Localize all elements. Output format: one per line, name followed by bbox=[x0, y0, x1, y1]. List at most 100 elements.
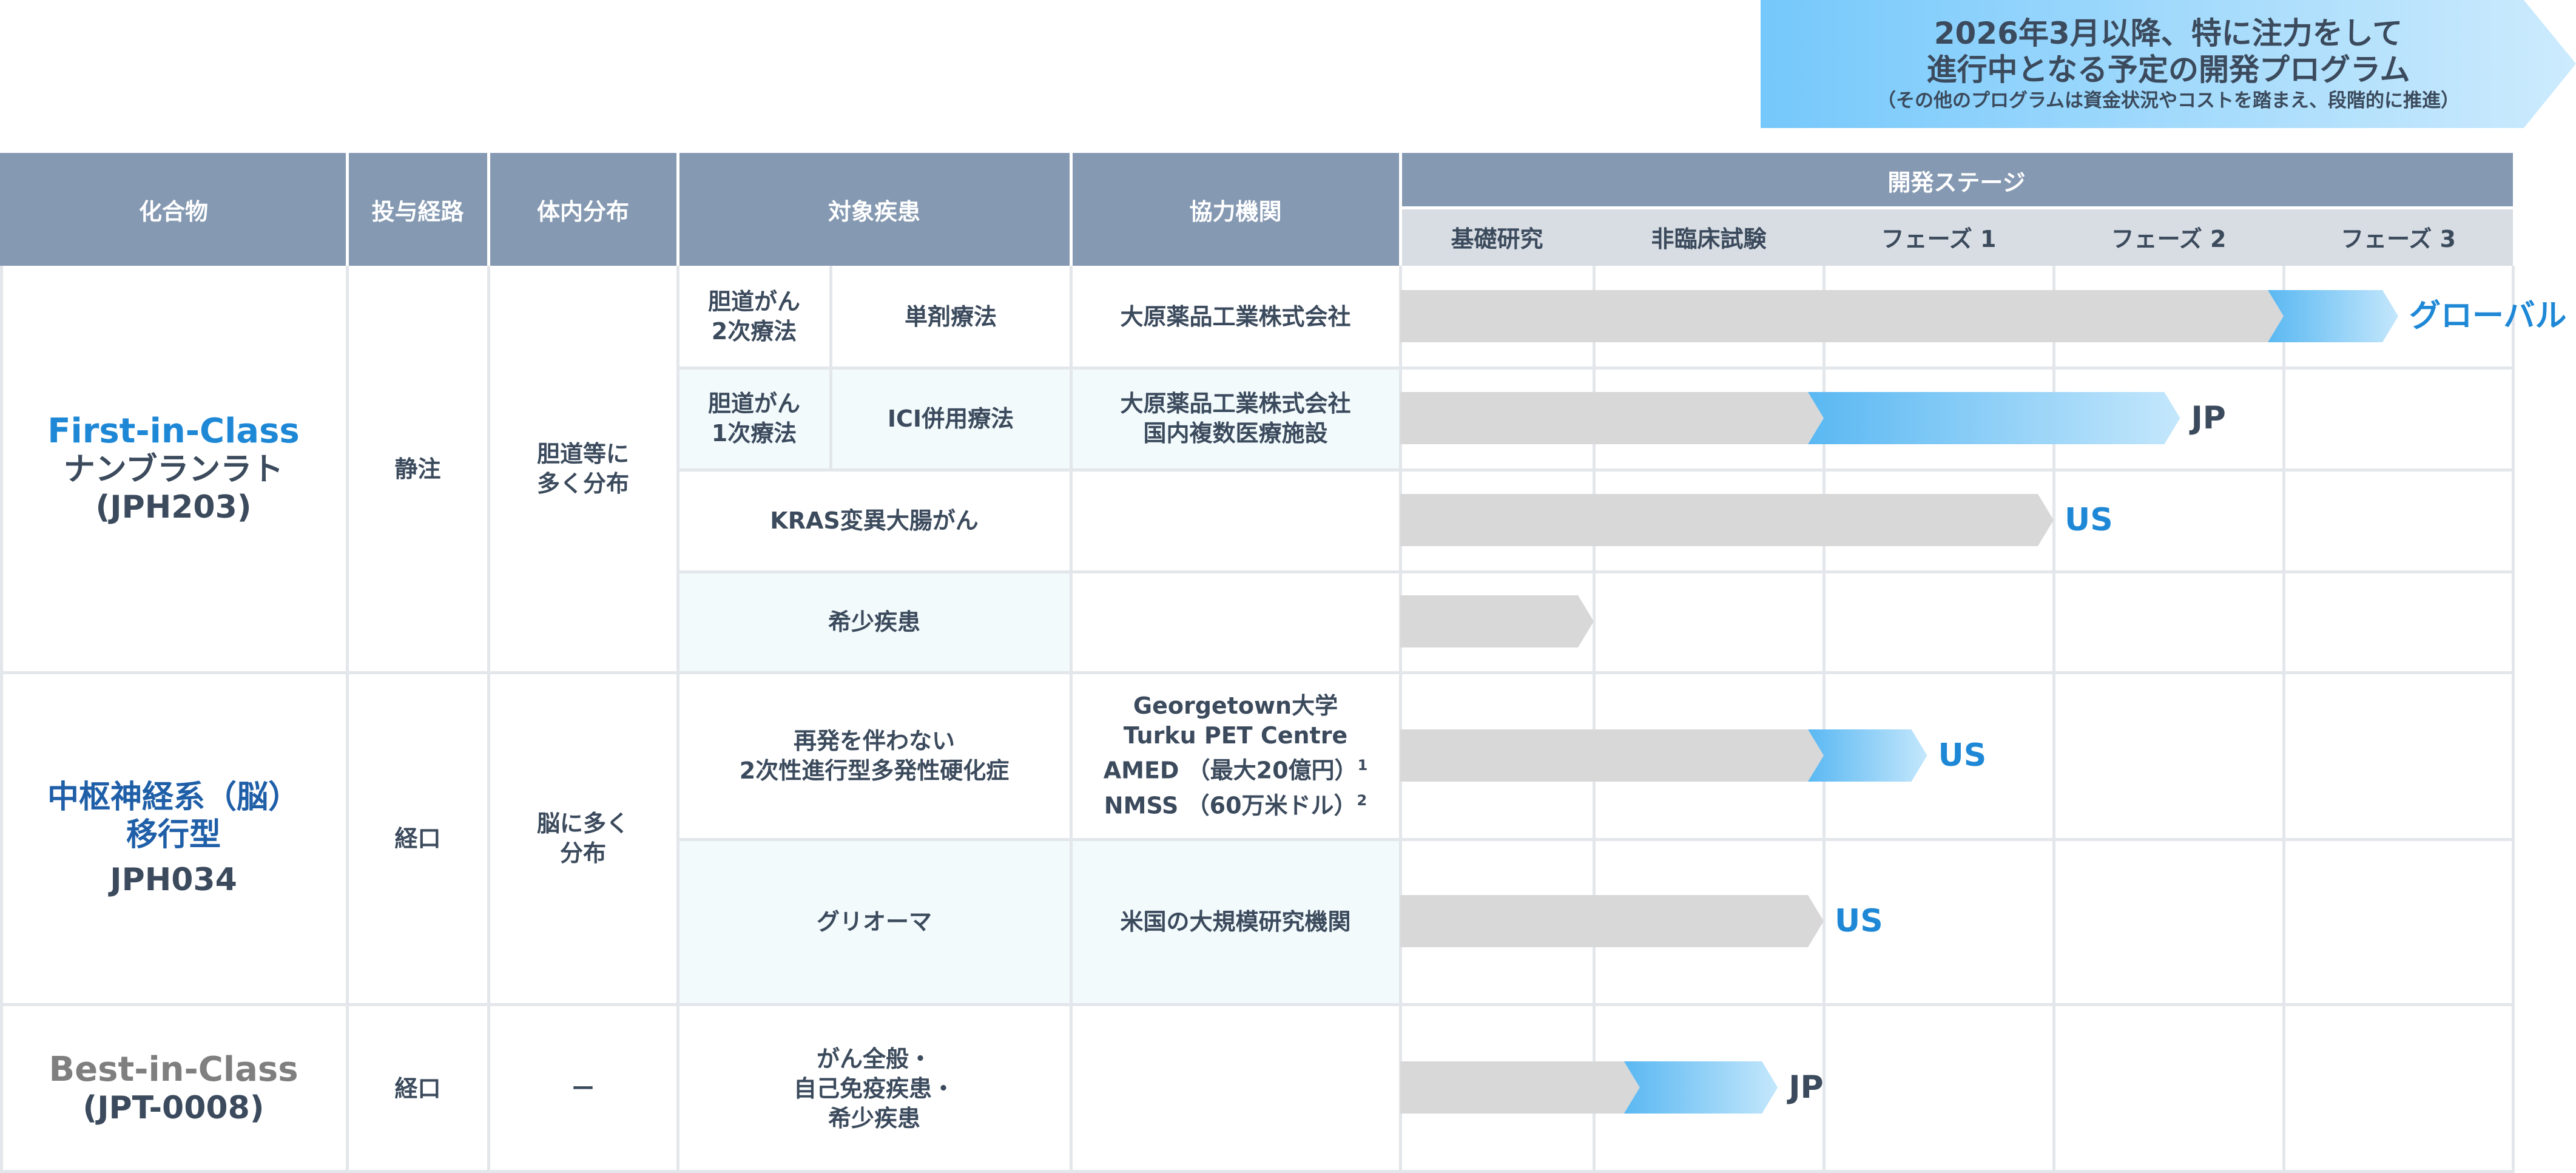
pipeline-bar bbox=[1400, 392, 2180, 444]
partner-text: 大原薬品工業株式会社 bbox=[1120, 390, 1351, 417]
indication-text: 胆道がん bbox=[707, 288, 800, 315]
indication-cell: KRAS変異大腸がん bbox=[770, 507, 979, 534]
header-divider bbox=[487, 153, 490, 266]
partner-cell: Georgetown大学 Turku PET Centre AMED （最大20… bbox=[1071, 672, 1400, 839]
therapy-cell: 単剤療法 bbox=[904, 303, 997, 330]
route-cell: 経口 bbox=[394, 1075, 441, 1102]
stage-preclinical: 非臨床試験 bbox=[1594, 208, 1824, 266]
compound-name: 移行型 bbox=[126, 816, 221, 853]
bar-blue-segment bbox=[1808, 729, 1927, 782]
banner-line-1: 2026年3月以降、特に注力をして bbox=[1934, 15, 2403, 51]
grid-line bbox=[487, 266, 490, 1173]
partner-text: Turku PET Centre bbox=[1123, 722, 1348, 749]
bar-gray-segment bbox=[1400, 1061, 1640, 1114]
pipeline-bar bbox=[1400, 595, 1594, 647]
region-label: JP bbox=[1789, 1069, 1824, 1106]
indication-text: がん全般・ bbox=[816, 1045, 932, 1072]
grid-line bbox=[2512, 266, 2515, 1173]
grid-line bbox=[1399, 266, 1402, 1173]
header-stage: 開発ステージ bbox=[1400, 153, 2513, 208]
bar-gray-segment bbox=[1400, 729, 1824, 782]
bar-gray-segment bbox=[1400, 494, 2054, 546]
indication-text: 希少疾患 bbox=[828, 1104, 920, 1132]
region-label: JP bbox=[2191, 400, 2226, 436]
partner-cell: 大原薬品工業株式会社 国内複数医療施設 bbox=[1071, 368, 1400, 470]
compound-code: (JPT-0008) bbox=[83, 1090, 265, 1126]
indication-text: 胆道がん bbox=[707, 390, 800, 417]
stage-basic-research: 基礎研究 bbox=[1400, 208, 1594, 266]
bar-gray-segment bbox=[1400, 392, 1824, 444]
grid-line bbox=[676, 838, 2515, 841]
route-cell: 経口 bbox=[394, 825, 441, 852]
grid-line bbox=[0, 1003, 2515, 1006]
header-divider bbox=[1400, 206, 2513, 209]
pipeline-bar bbox=[1400, 895, 1824, 947]
compound-name: ナンブランラト bbox=[63, 451, 284, 488]
pipeline-bar bbox=[1400, 1061, 1778, 1114]
compound-jph034: 中枢神経系（脳） 移行型 JPH034 bbox=[0, 672, 347, 1004]
pipeline-bar bbox=[1400, 290, 2398, 342]
compound-jpt0008: Best-in-Class (JPT-0008) bbox=[0, 1004, 347, 1173]
header-divider bbox=[676, 153, 679, 266]
partner-text: Georgetown大学 bbox=[1133, 692, 1338, 719]
indication-cell: がん全般・ 自己免疫疾患・ 希少疾患 bbox=[678, 1004, 1071, 1173]
indication-text: 2次性進行型多発性硬化症 bbox=[739, 757, 1010, 784]
partner-cell: 米国の大規模研究機関 bbox=[1120, 908, 1351, 935]
stage-phase-2: フェーズ 2 bbox=[2054, 208, 2284, 266]
indication-cell: 再発を伴わない 2次性進行型多発性硬化症 bbox=[678, 672, 1071, 839]
bar-gray-segment bbox=[1400, 290, 2284, 342]
banner-line-3: （その他のプログラムは資金状況やコストを踏まえ、段階的に推進） bbox=[1876, 89, 2460, 112]
indication-cell: グリオーマ bbox=[816, 908, 932, 935]
grid-line bbox=[676, 570, 2515, 573]
distribution-text: 脳に多く bbox=[536, 810, 629, 837]
indication-text: 1次療法 bbox=[711, 420, 797, 447]
distribution-cell: ー bbox=[571, 1075, 595, 1102]
grid-line bbox=[676, 367, 2515, 370]
tint-cell bbox=[678, 368, 1400, 470]
tint-cell bbox=[678, 839, 1400, 1004]
grid-line bbox=[676, 468, 2515, 472]
partner-text: NMSS （60万米ドル）2 bbox=[1104, 786, 1367, 821]
indication-text: 再発を伴わない bbox=[793, 727, 955, 754]
header-indication: 対象疾患 bbox=[678, 153, 1071, 266]
therapy-cell: ICI併用療法 bbox=[887, 405, 1014, 432]
partner-text: 国内複数医療施設 bbox=[1143, 420, 1328, 447]
route-cell: 静注 bbox=[394, 456, 441, 482]
distribution-text: 胆道等に bbox=[536, 441, 629, 467]
compound-jph203: First-in-Class ナンブランラト (JPH203) bbox=[0, 266, 347, 672]
region-label: グローバル bbox=[2409, 298, 2567, 334]
footnote-mark: 2 bbox=[1357, 791, 1367, 809]
region-label: US bbox=[1835, 903, 1883, 939]
header-divider bbox=[1070, 153, 1073, 266]
partner-cell: 大原薬品工業株式会社 bbox=[1120, 303, 1351, 330]
header-divider bbox=[1399, 153, 1402, 266]
compound-code: (JPH203) bbox=[95, 489, 252, 526]
header-partner: 協力機関 bbox=[1071, 153, 1400, 266]
bar-blue-segment bbox=[1623, 1061, 1778, 1114]
header-divider bbox=[346, 153, 349, 266]
indication-text: 2次療法 bbox=[711, 318, 797, 345]
compound-class-label: First-in-Class bbox=[47, 411, 300, 451]
pipeline-bar bbox=[1400, 729, 1927, 782]
partner-text-main: NMSS （60万米ドル） bbox=[1104, 792, 1357, 819]
grid-line bbox=[1070, 266, 1073, 1173]
grid-line bbox=[1822, 266, 1826, 1173]
tint-cell bbox=[678, 266, 1071, 368]
bar-gray-segment bbox=[1400, 895, 1824, 947]
grid-line bbox=[0, 1170, 2515, 1173]
header-compound: 化合物 bbox=[0, 153, 347, 266]
bar-gray-segment bbox=[1400, 595, 1594, 647]
grid-line bbox=[676, 266, 679, 1173]
pipeline-bar bbox=[1400, 494, 2054, 546]
indication-cell: 胆道がん 2次療法 bbox=[678, 266, 831, 368]
grid-line bbox=[2052, 266, 2055, 1173]
partner-text: AMED （最大20億円）1 bbox=[1104, 751, 1368, 786]
bar-blue-segment bbox=[1808, 392, 2180, 444]
distribution-text: 分布 bbox=[559, 839, 606, 867]
grid-line bbox=[346, 266, 349, 1173]
grid-line bbox=[0, 266, 3, 1173]
header-route: 投与経路 bbox=[347, 153, 488, 266]
header-distribution: 体内分布 bbox=[488, 153, 678, 266]
stage-phase-3: フェーズ 3 bbox=[2284, 208, 2513, 266]
